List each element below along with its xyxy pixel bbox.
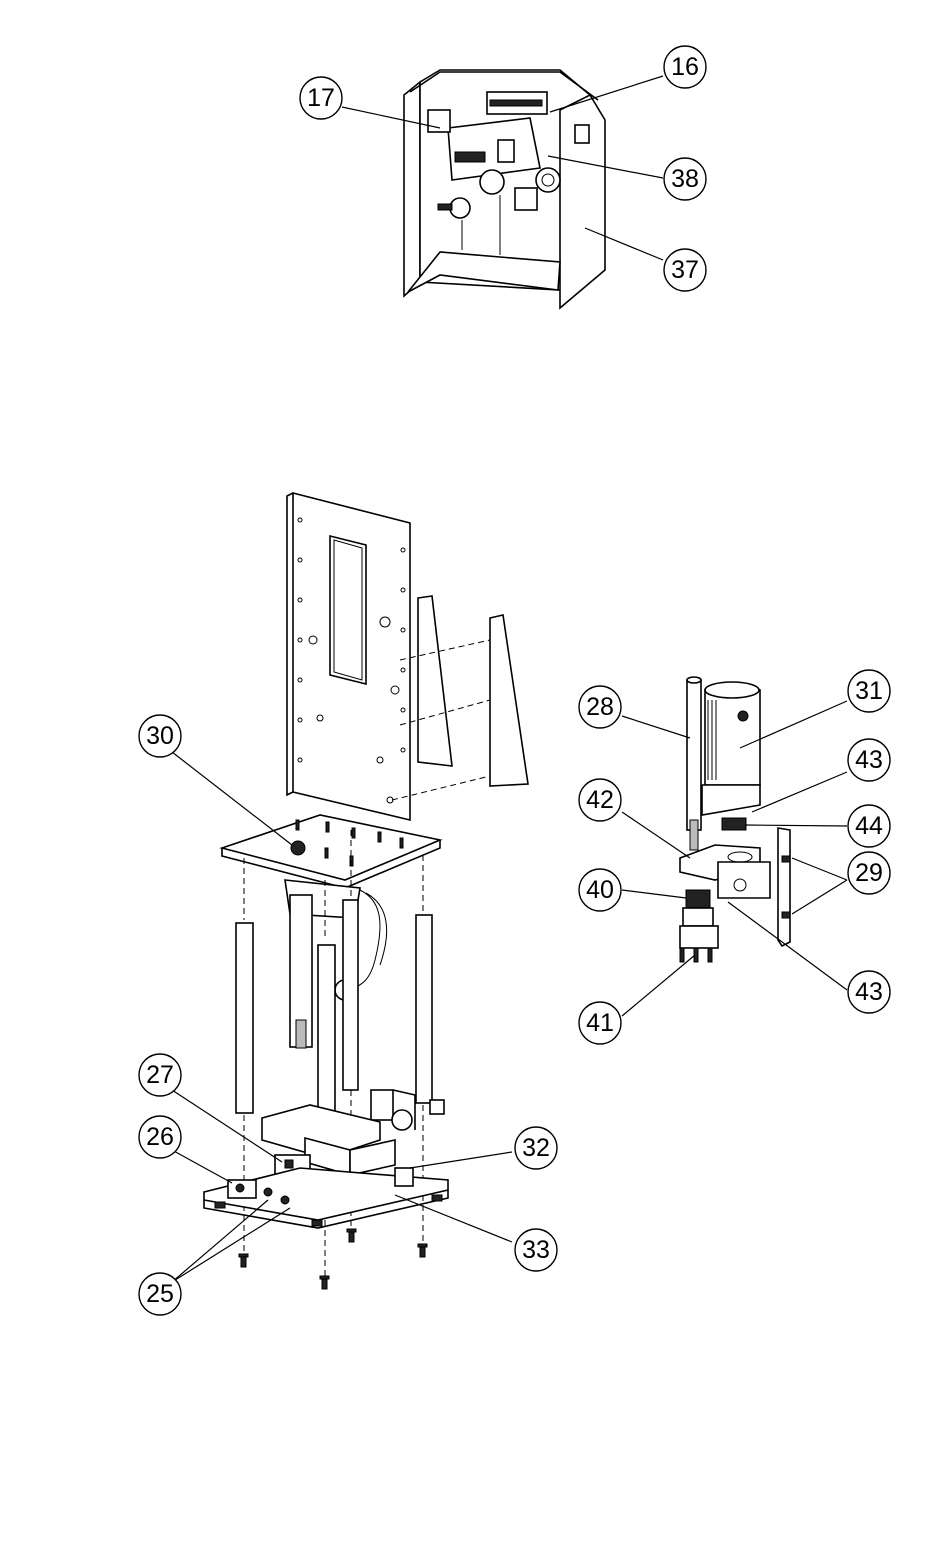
callout-33-label: 33 bbox=[522, 1236, 550, 1264]
callout-38: 38 bbox=[664, 158, 706, 200]
actuator-rod bbox=[296, 1020, 306, 1048]
callout-31-label: 31 bbox=[855, 677, 883, 705]
top-plate bbox=[222, 815, 440, 880]
top-plate-center-boss bbox=[291, 841, 305, 855]
vertical-plate bbox=[778, 828, 790, 946]
callout-26: 26 bbox=[139, 1116, 181, 1158]
display-connector bbox=[490, 100, 542, 106]
fitting-1 bbox=[236, 1184, 244, 1192]
callout-16: 16 bbox=[664, 46, 706, 88]
callout-43-bottom-label: 43 bbox=[855, 978, 883, 1006]
spindle-gear bbox=[686, 890, 710, 908]
back-panel-edge bbox=[287, 493, 293, 795]
enclosure-assembly bbox=[404, 70, 605, 308]
motor-knob bbox=[738, 711, 748, 721]
spindle-body bbox=[683, 908, 713, 926]
callout-29: 29 bbox=[848, 852, 890, 894]
foot-1 bbox=[215, 1202, 225, 1208]
back-panel-window bbox=[330, 536, 366, 684]
callout-43-bottom: 43 bbox=[848, 971, 890, 1013]
valve-fitting bbox=[438, 204, 452, 210]
callout-44-label: 44 bbox=[855, 812, 883, 840]
assembly-line-1 bbox=[400, 640, 490, 660]
plate-screw-2 bbox=[782, 912, 790, 918]
enclosure-left-wall bbox=[404, 82, 420, 296]
foot-3 bbox=[432, 1195, 442, 1201]
callout-26-label: 26 bbox=[146, 1123, 174, 1151]
callout-41: 41 bbox=[579, 1002, 621, 1044]
chuck-body bbox=[680, 926, 718, 948]
side-connector bbox=[575, 125, 589, 143]
callout-16-label: 16 bbox=[671, 53, 699, 81]
callout-42: 42 bbox=[579, 779, 621, 821]
callout-32: 32 bbox=[515, 1127, 557, 1169]
fitting-2 bbox=[264, 1188, 272, 1196]
callout-44: 44 bbox=[848, 805, 890, 847]
callout-40-label: 40 bbox=[586, 876, 614, 904]
callout-30-label: 30 bbox=[146, 722, 174, 750]
callout-43-top-label: 43 bbox=[855, 746, 883, 774]
motor-head-assembly bbox=[680, 677, 790, 962]
callout-43-top: 43 bbox=[848, 739, 890, 781]
callout-37-label: 37 bbox=[671, 256, 699, 284]
board-chip bbox=[455, 152, 485, 162]
plate-screw-1 bbox=[782, 856, 790, 862]
base-screws bbox=[239, 1229, 427, 1289]
callout-28-label: 28 bbox=[586, 693, 614, 721]
valve-block-port bbox=[285, 1160, 293, 1168]
pressure-gauge bbox=[392, 1110, 412, 1130]
guide-column-back-center bbox=[343, 900, 358, 1090]
main-frame-assembly bbox=[204, 493, 528, 1289]
coil-part bbox=[480, 170, 504, 194]
gusset-right bbox=[490, 615, 528, 786]
square-block bbox=[515, 188, 537, 210]
chuck-screw-3 bbox=[708, 948, 712, 962]
callout-27: 27 bbox=[139, 1054, 181, 1096]
transformer bbox=[428, 110, 450, 132]
motor-flange bbox=[702, 785, 760, 815]
callout-17: 17 bbox=[300, 77, 342, 119]
callout-17-label: 17 bbox=[307, 84, 335, 112]
regulator-fitting bbox=[430, 1100, 444, 1114]
callout-38-label: 38 bbox=[671, 165, 699, 193]
gusset-left bbox=[418, 596, 452, 766]
callout-41-label: 41 bbox=[586, 1009, 614, 1037]
callout-33: 33 bbox=[515, 1229, 557, 1271]
motor-body bbox=[705, 690, 760, 785]
foot-2 bbox=[312, 1220, 322, 1226]
valve-body bbox=[450, 198, 470, 218]
guide-column-front-left bbox=[236, 923, 253, 1113]
callout-25-label: 25 bbox=[146, 1280, 174, 1308]
callout-37: 37 bbox=[664, 249, 706, 291]
callout-29-label: 29 bbox=[855, 859, 883, 887]
guide-rod-top bbox=[687, 677, 701, 683]
fitting-3 bbox=[281, 1196, 289, 1204]
callout-25: 25 bbox=[139, 1273, 181, 1315]
regulator-body bbox=[371, 1090, 393, 1120]
chuck-screw-1 bbox=[680, 948, 684, 962]
motor-top bbox=[705, 682, 759, 698]
base-right-block bbox=[395, 1168, 413, 1186]
callout-28: 28 bbox=[579, 686, 621, 728]
callout-27-label: 27 bbox=[146, 1061, 174, 1089]
pulley-gear bbox=[722, 818, 746, 830]
fan-motor bbox=[536, 168, 560, 192]
board-relay bbox=[498, 140, 514, 162]
guide-column-right bbox=[416, 915, 432, 1103]
callout-30: 30 bbox=[139, 715, 181, 757]
callout-42-label: 42 bbox=[586, 786, 614, 814]
guide-rod bbox=[687, 680, 701, 830]
callout-40: 40 bbox=[579, 869, 621, 911]
callout-32-label: 32 bbox=[522, 1134, 550, 1162]
guide-rod-end bbox=[690, 820, 698, 850]
callout-31: 31 bbox=[848, 670, 890, 712]
